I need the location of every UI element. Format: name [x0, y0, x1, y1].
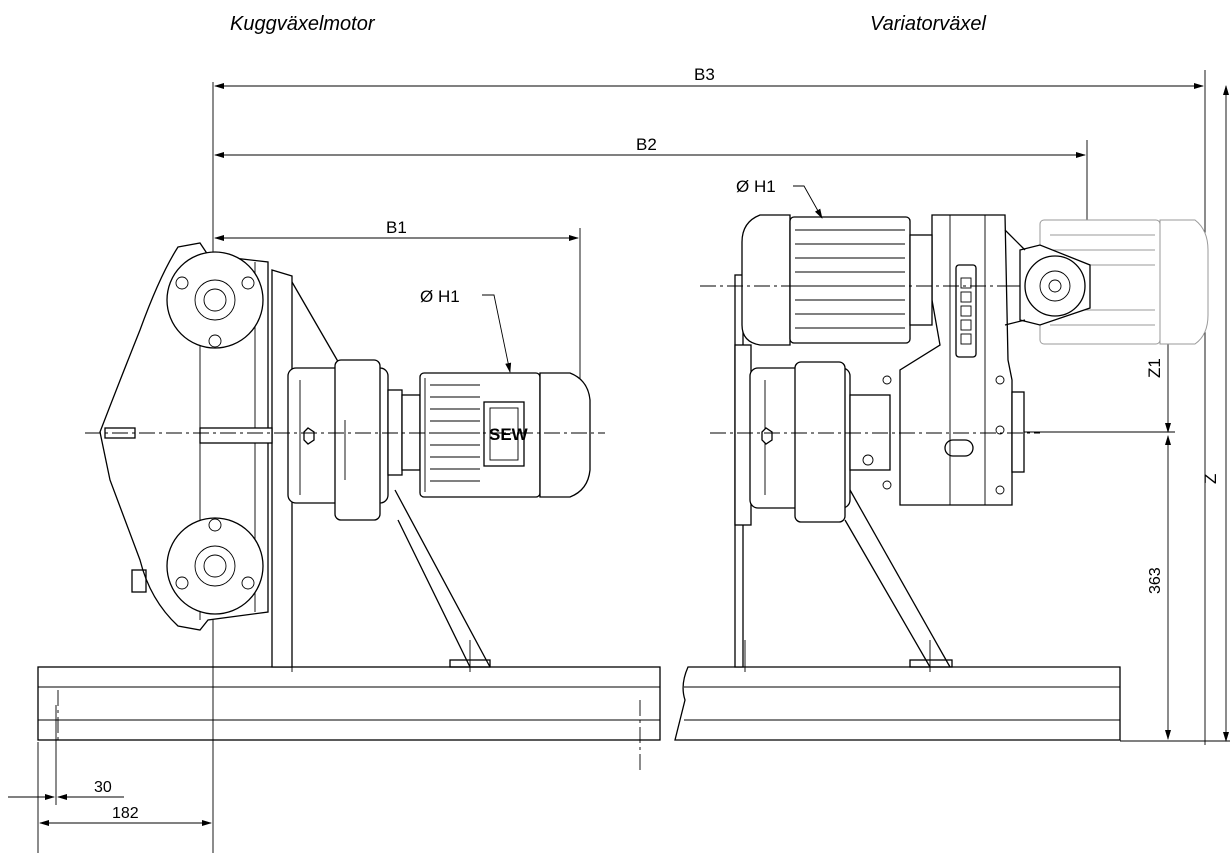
dimension-30: 30	[8, 705, 124, 805]
dimension-363: 363	[1147, 435, 1171, 740]
sew-logo: SEW	[489, 425, 529, 444]
title-left: Kuggväxelmotor	[230, 13, 376, 35]
motor-stand-left	[271, 269, 491, 672]
pump-body	[99, 242, 273, 631]
callout-h1-left: Ø H1	[420, 287, 512, 373]
dimension-182-label: 182	[112, 805, 139, 822]
gear-motor-assembly: SEW Ø H1	[37, 242, 661, 772]
variator-stand	[734, 274, 953, 672]
dimension-z-label: Z	[1201, 474, 1220, 484]
dimension-b1: B1	[214, 218, 581, 380]
dimension-b1-label: B1	[386, 218, 407, 237]
callout-h1-right-label: Ø H1	[736, 177, 776, 196]
variator-body	[899, 214, 1025, 506]
dimension-30-label: 30	[94, 779, 112, 796]
dimension-b3-label: B3	[694, 65, 715, 84]
electric-motor-right	[741, 214, 933, 346]
dimension-b2-label: B2	[636, 135, 657, 154]
dimension-z1-label: Z1	[1145, 358, 1164, 378]
electric-motor-left: SEW	[419, 372, 591, 498]
alternative-motor-position	[1004, 219, 1209, 345]
title-right: Variatorväxel	[870, 13, 987, 35]
base-frame-left	[37, 666, 661, 772]
dimension-z: Z	[1201, 85, 1229, 742]
dimension-182: 182	[37, 742, 212, 853]
dimension-363-label: 363	[1147, 567, 1164, 594]
callout-h1-right: Ø H1	[736, 177, 823, 219]
dimension-b3: B3	[214, 65, 1206, 745]
base-frame-right	[674, 666, 1121, 741]
gear-unit-right	[749, 361, 892, 523]
gear-unit-left	[287, 359, 421, 521]
motor-fins-right	[795, 229, 905, 329]
dimension-b2: B2	[214, 135, 1088, 232]
variator-assembly: Ø H1	[674, 177, 1209, 741]
callout-h1-left-label: Ø H1	[420, 287, 460, 306]
